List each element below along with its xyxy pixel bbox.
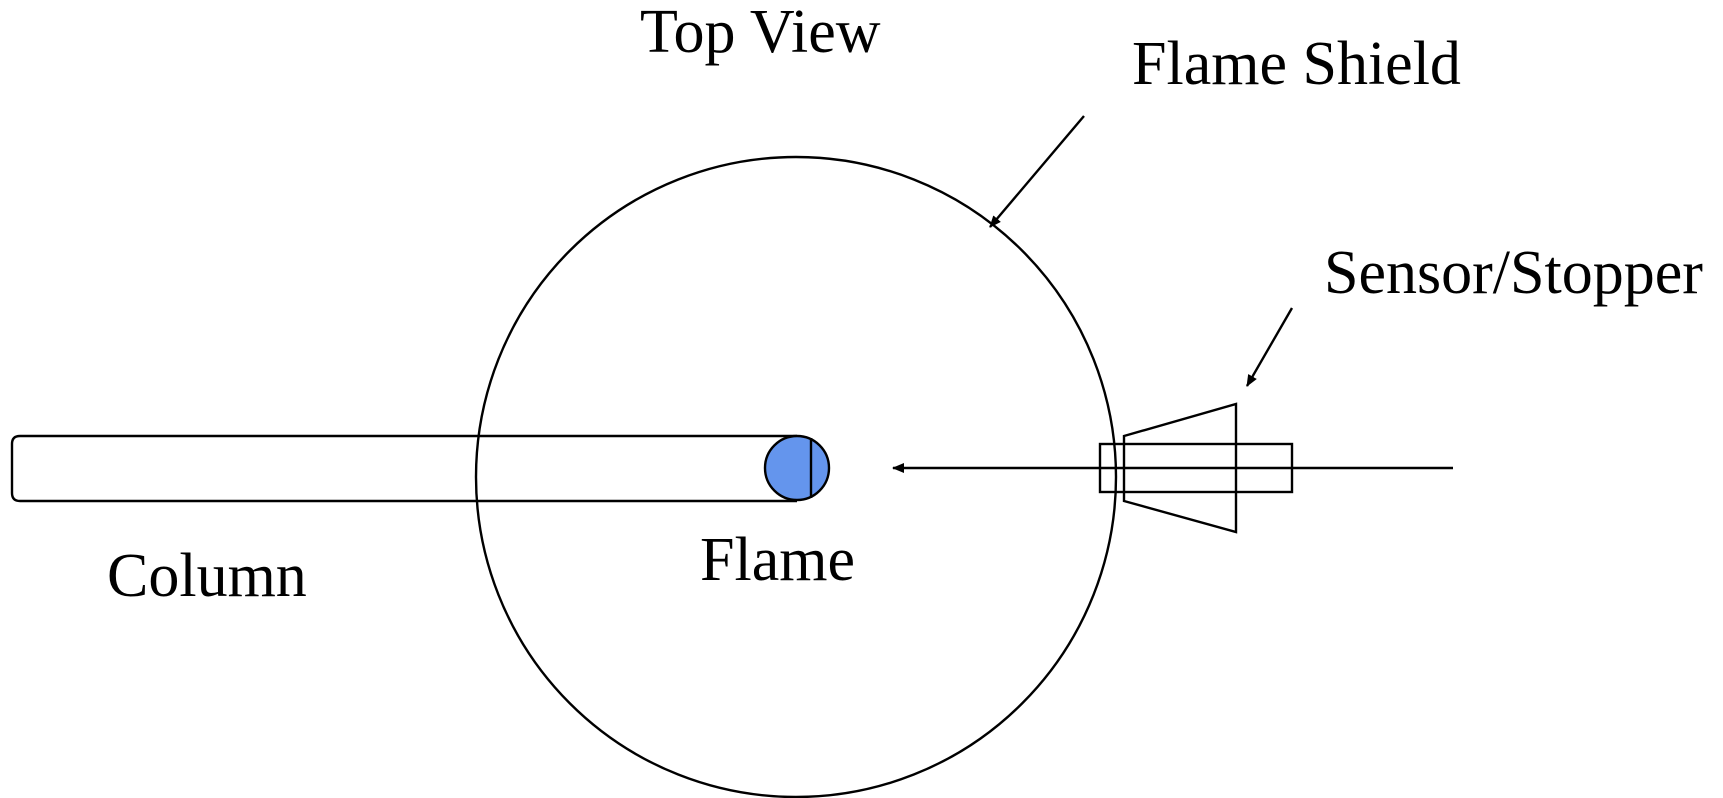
- flame-label: Flame: [700, 526, 855, 594]
- flame-shield-circle: [474, 155, 1118, 798]
- sensor-stopper-leader-arrow: [1245, 307, 1294, 387]
- diagram-title: Top View: [640, 0, 881, 66]
- column-label: Column: [107, 542, 307, 610]
- stopper-body: [1122, 402, 1238, 534]
- flame-circle: [763, 434, 831, 502]
- flame-shield-leader-arrow: [989, 115, 1085, 228]
- flame-shield-label: Flame Shield: [1132, 30, 1461, 98]
- sensor-stopper-label: Sensor/Stopper: [1324, 239, 1703, 307]
- column-tube: [10, 434, 797, 503]
